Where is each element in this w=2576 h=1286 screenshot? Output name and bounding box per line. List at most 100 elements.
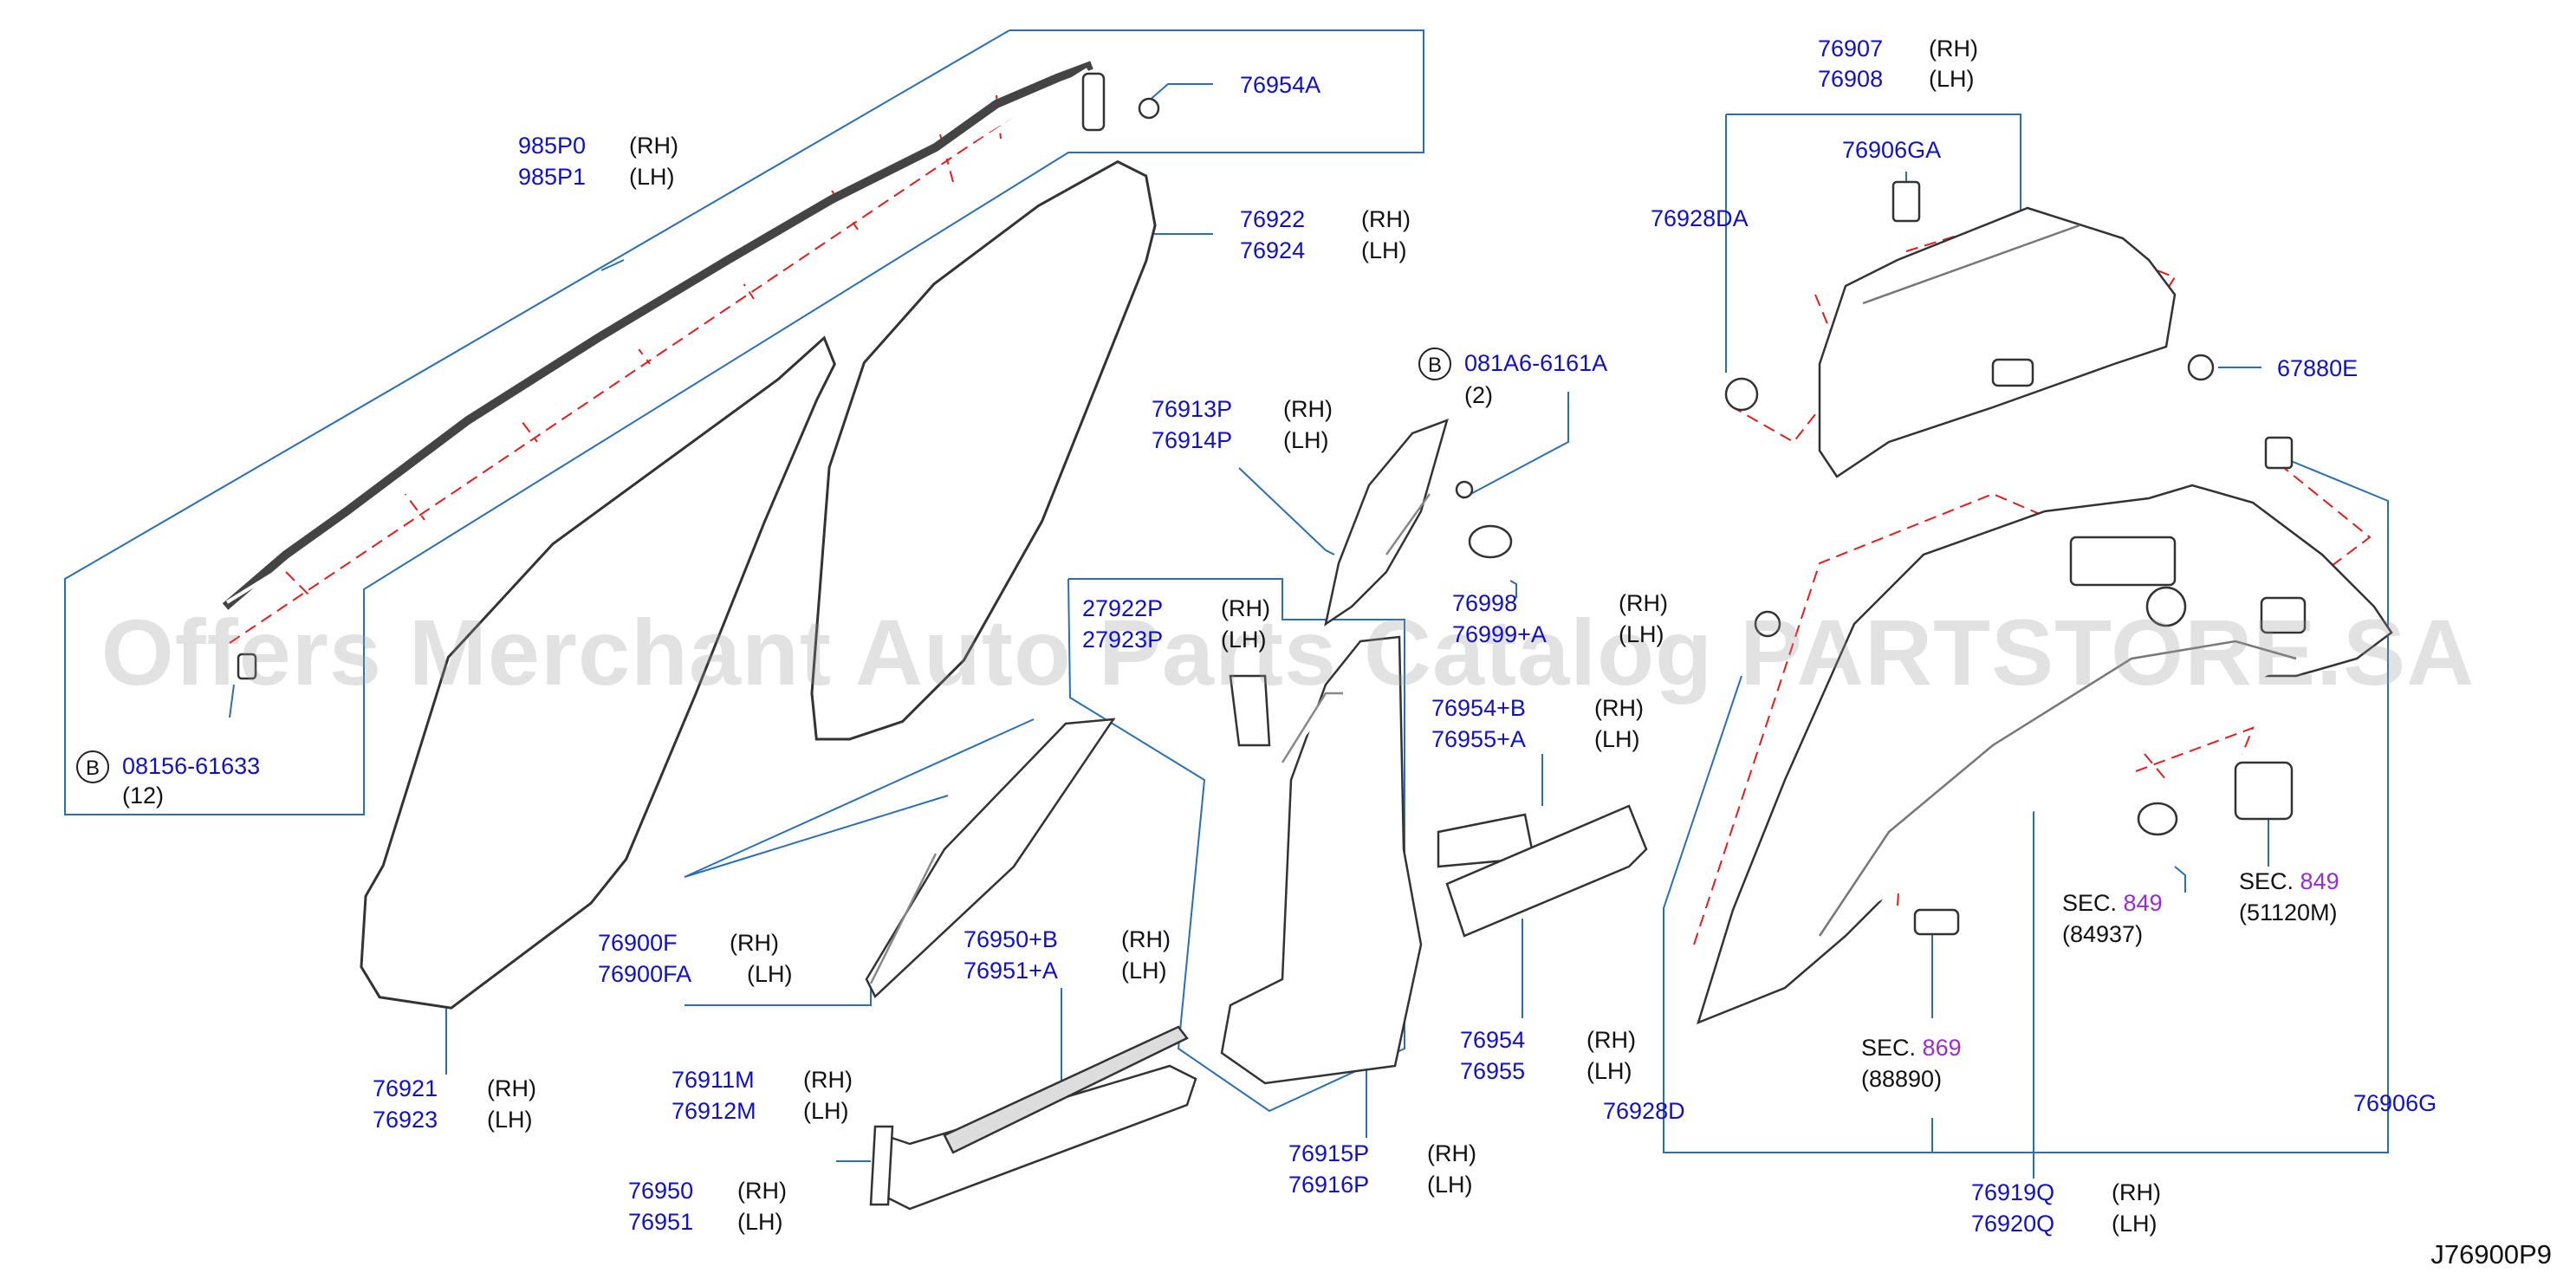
part-number-76928da[interactable]: 76928DA — [1651, 205, 1749, 231]
part-number-76921[interactable]: 76921 — [373, 1075, 438, 1101]
part-number-76914p[interactable]: 76914P — [1152, 427, 1233, 453]
part-group-76999a: 76999+A (LH) — [1452, 620, 1664, 649]
sec-prefix: SEC. — [1861, 1035, 1917, 1061]
part-number-76924[interactable]: 76924 — [1240, 237, 1306, 263]
side-lh-label: (LH) — [1283, 427, 1329, 453]
part-group-985p0: 985P0 (RH) — [518, 132, 678, 160]
leader-08156 — [229, 684, 235, 718]
part-group-985p1: 985P1 (LH) — [518, 163, 675, 192]
side-lh-label: (LH) — [629, 164, 675, 190]
part-group-76906g: 76906G — [2353, 1089, 2436, 1118]
side-lh-label: (LH) — [2112, 1211, 2157, 1237]
side-rh-label: (RH) — [1586, 1027, 1636, 1053]
part-group-76954b: 76954+B (RH) — [1431, 694, 1644, 723]
part-group-76908: 76908 (LH) — [1818, 65, 1975, 94]
part-group-76928d: 76928D — [1603, 1097, 1685, 1126]
sec-link-849a[interactable]: 849 — [2123, 890, 2163, 916]
side-rh-label: (RH) — [1361, 206, 1411, 232]
side-lh-label: (LH) — [1619, 621, 1664, 647]
part-number-76998[interactable]: 76998 — [1452, 590, 1518, 616]
part-group-76924: 76924 (LH) — [1240, 237, 1407, 265]
part-number-985p0[interactable]: 985P0 — [518, 133, 587, 159]
side-lh-label: (LH) — [747, 961, 793, 987]
airbag-frame-line — [64, 29, 1424, 815]
part-number-76920q[interactable]: 76920Q — [1971, 1211, 2055, 1237]
part-number-76922[interactable]: 76922 — [1240, 206, 1306, 232]
leader-985p0 — [600, 259, 625, 271]
part-group-76928da: 76928DA — [1651, 205, 1749, 233]
side-rh-label: (RH) — [730, 930, 779, 956]
part-group-76915p: 76915P (RH) — [1288, 1140, 1476, 1168]
part-number-76911m[interactable]: 76911M — [672, 1067, 755, 1093]
quantity-2: (2) — [1464, 382, 1493, 408]
part-number-76923[interactable]: 76923 — [373, 1107, 438, 1133]
part-number-76955[interactable]: 76955 — [1460, 1058, 1526, 1084]
part-number-76950b[interactable]: 76950+B — [964, 926, 1058, 952]
leader-76913p — [1238, 467, 1335, 555]
part-number-76954b[interactable]: 76954+B — [1431, 695, 1526, 721]
part-number-76954a[interactable]: 76954A — [1240, 72, 1321, 98]
part-number-76915p[interactable]: 76915P — [1288, 1140, 1370, 1166]
part-number-76908[interactable]: 76908 — [1818, 66, 1884, 92]
part-number-76913p[interactable]: 76913P — [1152, 396, 1233, 422]
part-number-08156[interactable]: 08156-61633 — [122, 753, 261, 779]
side-rh-label: (RH) — [737, 1178, 787, 1204]
part-number-76906g[interactable]: 76906G — [2353, 1090, 2437, 1116]
part-group-76950: 76950 (RH) — [628, 1177, 787, 1205]
sec-group-849a: SEC. 849 — [2062, 889, 2163, 918]
part-number-081a6[interactable]: 081A6-6161A — [1464, 350, 1608, 376]
part-group-76951a: 76951+A (LH) — [964, 957, 1167, 985]
side-lh-label: (LH) — [737, 1209, 783, 1235]
part-number-76912m[interactable]: 76912M — [672, 1098, 756, 1124]
part-group-76900fa: 76900FA (LH) — [598, 960, 793, 989]
part-number-76951[interactable]: 76951 — [628, 1209, 694, 1235]
leader-76911m — [685, 986, 872, 1006]
part-number-76999a[interactable]: 76999+A — [1452, 621, 1547, 647]
part-number-985p1[interactable]: 985P1 — [518, 164, 587, 190]
side-lh-label: (LH) — [1594, 726, 1640, 752]
side-lh-label: (LH) — [1929, 66, 1975, 92]
sec-prefix: SEC. — [2239, 868, 2294, 894]
sec-prefix: SEC. — [2062, 890, 2118, 916]
part-group-76922: 76922 (RH) — [1240, 205, 1411, 234]
bolt-badge-b: B — [1418, 347, 1451, 380]
sec-link-849b[interactable]: 849 — [2300, 868, 2339, 894]
part-group-76906ga: 76906GA — [1842, 136, 1941, 165]
part-number-76955a[interactable]: 76955+A — [1431, 726, 1526, 752]
part-group-76955: 76955 (LH) — [1460, 1057, 1632, 1086]
diagram-code: J76900P9 — [2430, 1239, 2552, 1270]
side-rh-label: (RH) — [1594, 695, 1644, 721]
part-number-76928d[interactable]: 76928D — [1603, 1098, 1685, 1124]
part-number-76916p[interactable]: 76916P — [1288, 1172, 1370, 1198]
part-group-76907: 76907 (RH) — [1818, 35, 1978, 63]
bolt-badge-b: B — [76, 750, 109, 783]
part-number-76906ga[interactable]: 76906GA — [1842, 137, 1942, 163]
side-rh-label: (RH) — [1221, 595, 1270, 621]
part-group-76912m: 76912M (LH) — [672, 1097, 849, 1126]
part-number-76900fa[interactable]: 76900FA — [598, 961, 692, 987]
side-rh-label: (RH) — [2112, 1179, 2161, 1205]
part-number-76954[interactable]: 76954 — [1460, 1027, 1526, 1053]
part-number-67880e[interactable]: 67880E — [2277, 355, 2359, 381]
part-number-76907[interactable]: 76907 — [1818, 36, 1884, 62]
sec-ref-88890: (88890) — [1861, 1066, 1943, 1092]
part-number-27923p[interactable]: 27923P — [1082, 627, 1164, 653]
sec-link-869[interactable]: 869 — [1922, 1035, 1962, 1061]
part-group-76954a: 76954A — [1240, 71, 1320, 100]
side-lh-label: (LH) — [1427, 1172, 1473, 1198]
part-group-081a6: 081A6-6161A — [1464, 349, 1607, 378]
part-number-76919q[interactable]: 76919Q — [1971, 1179, 2055, 1205]
side-rh-label: (RH) — [803, 1067, 853, 1093]
part-number-76900f[interactable]: 76900F — [598, 930, 678, 956]
part-group-27922p: 27922P (RH) — [1082, 594, 1270, 623]
part-number-76951a[interactable]: 76951+A — [964, 958, 1058, 984]
leader-76954a — [1147, 83, 1213, 102]
part-number-76950[interactable]: 76950 — [628, 1178, 694, 1204]
side-rh-label: (RH) — [1929, 36, 1978, 62]
sec-ref-84937: (84937) — [2062, 921, 2144, 947]
part-group-76998: 76998 (RH) — [1452, 589, 1668, 618]
part-group-76900f: 76900F (RH) — [598, 929, 779, 958]
part-number-27922p[interactable]: 27922P — [1082, 595, 1164, 621]
